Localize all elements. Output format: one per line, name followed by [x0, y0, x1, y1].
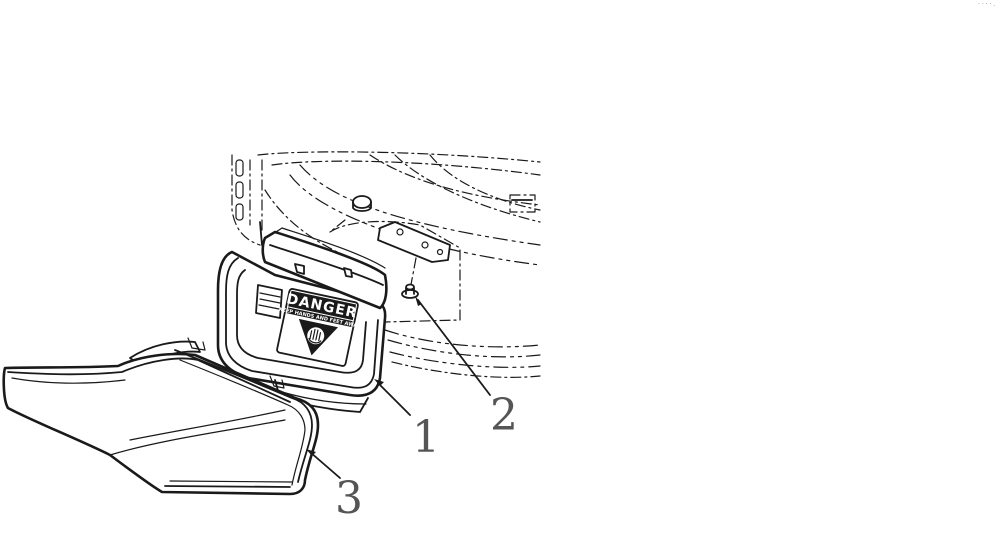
corner-mark: · · · · . — [978, 1, 995, 8]
leader-line-3 — [309, 451, 341, 479]
part-3-discharge-chute — [2, 337, 320, 496]
hand-hazard-icon — [306, 326, 326, 346]
leader-line-1 — [377, 382, 411, 416]
mounting-bracket — [352, 195, 451, 263]
callout-3: 3 — [335, 473, 363, 524]
callout-2: 2 — [490, 390, 518, 441]
leader-line-2 — [417, 299, 491, 396]
warning-decal-small — [255, 284, 283, 319]
leader-lines — [306, 296, 491, 479]
callout-1: 1 — [412, 412, 440, 463]
part-2-bolt — [401, 257, 419, 299]
danger-decal: DANGER KEEP HANDS AND FEET AWAY — [276, 288, 361, 367]
